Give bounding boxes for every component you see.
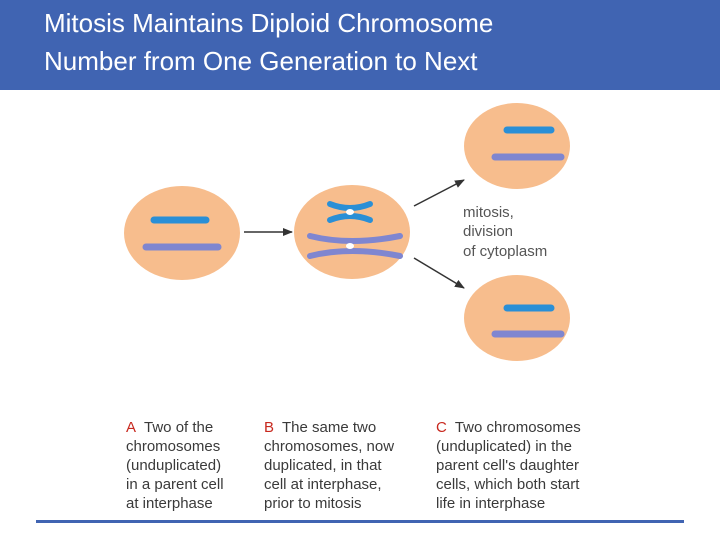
caption-b-line: prior to mitosis (264, 495, 362, 512)
caption-a-line: at interphase (126, 495, 213, 512)
bottom-divider (36, 520, 684, 523)
cell-a-cytoplasm (124, 186, 240, 280)
cell-b-blue-duplicated-chromosome (327, 201, 373, 223)
arrow-label-line: mitosis, (463, 204, 514, 221)
caption-c-line: C Two chromosomes (436, 418, 581, 437)
caption-b-text: The same two (282, 419, 377, 436)
caption-c-line: cells, which both start (436, 476, 580, 493)
cell-b (294, 185, 410, 279)
cell-c-lower (464, 275, 570, 361)
caption-c-letter: C (436, 419, 447, 436)
caption-b-line: B The same two (264, 418, 376, 437)
slide-title-line-1: Mitosis Maintains Diploid Chromosome (44, 8, 494, 38)
caption-a-letter: A (126, 419, 137, 436)
caption-a-text: Two of the (144, 419, 214, 436)
arrow-b-to-c-lower (413, 257, 465, 289)
caption-b-line: cell at interphase, (264, 476, 382, 493)
cell-c-upper-cytoplasm (464, 103, 570, 189)
caption-a-line: chromosomes (126, 438, 221, 455)
caption-c-line: (unduplicated) in the (436, 438, 572, 455)
cell-b-purple-duplicated-chromosome (307, 233, 403, 259)
caption-c-line: life in interphase (436, 495, 546, 512)
cell-c-upper (464, 103, 570, 189)
arrow-label: mitosis, division of cytoplasm (463, 204, 547, 260)
arrow-label-line: of cytoplasm (463, 243, 547, 260)
caption-b-line: chromosomes, now (264, 438, 395, 455)
caption-a-line: in a parent cell (126, 476, 224, 493)
caption-c-line: parent cell's daughter (436, 457, 579, 474)
arrow-label-line: division (463, 223, 513, 240)
mitosis-diagram: mitosis, division of cytoplasm (124, 103, 570, 361)
figure-panel: mitosis, division of cytoplasm A Two of t… (114, 92, 619, 514)
slide-title-line-2: Number from One Generation to Next (44, 46, 478, 76)
caption-c-text: Two chromosomes (454, 419, 581, 436)
caption-a-line: A Two of the (126, 418, 213, 437)
cell-c-lower-cytoplasm (464, 275, 570, 361)
cell-b-cytoplasm (294, 185, 410, 279)
cell-a (124, 186, 240, 280)
caption-b-letter: B (264, 419, 275, 436)
caption-a-line: (unduplicated) (126, 457, 222, 474)
arrow-b-to-c-upper (413, 179, 465, 207)
caption-b-line: duplicated, in that (264, 457, 382, 474)
title-bar: Mitosis Maintains Diploid Chromosome Num… (0, 0, 720, 90)
